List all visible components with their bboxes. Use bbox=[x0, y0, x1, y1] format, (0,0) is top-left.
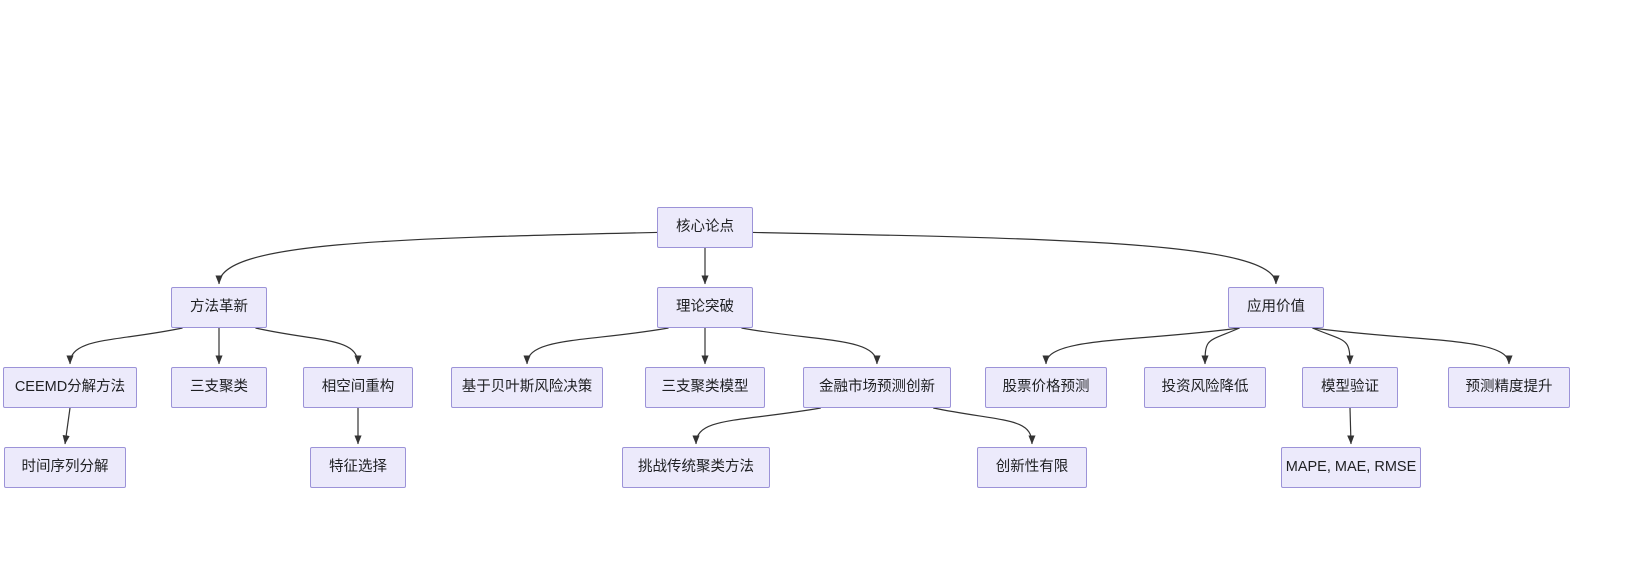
flow-node-risk[interactable]: 投资风险降低 bbox=[1144, 367, 1266, 408]
flow-node-label: 挑战传统聚类方法 bbox=[638, 459, 754, 476]
flow-node-label: 应用价值 bbox=[1247, 299, 1305, 316]
edge-method-to-ceemd bbox=[66, 327, 183, 365]
edge-method-to-phase bbox=[255, 327, 362, 365]
edge-finance-to-limited bbox=[933, 407, 1036, 445]
edge-apply-to-stock bbox=[1042, 327, 1240, 365]
flow-node-label: 时间序列分解 bbox=[21, 459, 109, 476]
flow-node-label: 核心论点 bbox=[676, 219, 734, 236]
flow-node-label: CEEMD分解方法 bbox=[14, 379, 126, 396]
edge-theory-to-finance bbox=[741, 327, 881, 365]
flow-node-label: 模型验证 bbox=[1321, 379, 1379, 396]
flow-node-tri[interactable]: 三支聚类 bbox=[171, 367, 267, 408]
flow-node-label: 创新性有限 bbox=[995, 459, 1069, 476]
flow-node-metrics[interactable]: MAPE, MAE, RMSE bbox=[1281, 447, 1421, 488]
flow-node-label: 投资风险降低 bbox=[1161, 379, 1249, 396]
flow-node-finance[interactable]: 金融市场预测创新 bbox=[803, 367, 951, 408]
flow-node-limited[interactable]: 创新性有限 bbox=[977, 447, 1087, 488]
edge-validate-to-metrics bbox=[1347, 407, 1355, 445]
flow-node-label: 三支聚类模型 bbox=[661, 379, 749, 396]
flow-node-label: 三支聚类 bbox=[190, 379, 248, 396]
flow-node-label: 基于贝叶斯风险决策 bbox=[461, 379, 593, 396]
edge-apply-to-validate bbox=[1312, 327, 1354, 365]
flow-node-stock[interactable]: 股票价格预测 bbox=[985, 367, 1107, 408]
flow-node-label: MAPE, MAE, RMSE bbox=[1285, 459, 1417, 476]
flow-node-bayes[interactable]: 基于贝叶斯风险决策 bbox=[451, 367, 603, 408]
flow-node-label: 股票价格预测 bbox=[1002, 379, 1090, 396]
flow-node-method[interactable]: 方法革新 bbox=[171, 287, 267, 328]
flow-node-trimodel[interactable]: 三支聚类模型 bbox=[645, 367, 765, 408]
flow-node-ceemd[interactable]: CEEMD分解方法 bbox=[3, 367, 137, 408]
flow-node-validate[interactable]: 模型验证 bbox=[1302, 367, 1398, 408]
flow-node-theory[interactable]: 理论突破 bbox=[657, 287, 753, 328]
edge-apply-to-risk bbox=[1201, 327, 1240, 365]
edge-finance-to-challenge bbox=[692, 407, 821, 445]
edge-core-to-method bbox=[215, 231, 658, 285]
flow-node-accuracy[interactable]: 预测精度提升 bbox=[1448, 367, 1570, 408]
edge-core-to-apply bbox=[752, 231, 1280, 285]
flow-node-label: 方法革新 bbox=[190, 299, 248, 316]
flow-node-phase[interactable]: 相空间重构 bbox=[303, 367, 413, 408]
flow-node-label: 预测精度提升 bbox=[1465, 379, 1553, 396]
flow-node-label: 特征选择 bbox=[329, 459, 387, 476]
edge-ceemd-to-tsdecomp bbox=[62, 407, 71, 445]
flow-node-label: 相空间重构 bbox=[321, 379, 395, 396]
flow-node-label: 理论突破 bbox=[676, 299, 734, 316]
edge-apply-to-accuracy bbox=[1312, 327, 1513, 365]
flow-node-tsdecomp[interactable]: 时间序列分解 bbox=[4, 447, 126, 488]
flow-node-label: 金融市场预测创新 bbox=[819, 379, 935, 396]
flow-node-apply[interactable]: 应用价值 bbox=[1228, 287, 1324, 328]
flow-node-challenge[interactable]: 挑战传统聚类方法 bbox=[622, 447, 770, 488]
edge-theory-to-bayes bbox=[523, 327, 669, 365]
flow-node-feature[interactable]: 特征选择 bbox=[310, 447, 406, 488]
flow-node-core[interactable]: 核心论点 bbox=[657, 207, 753, 248]
